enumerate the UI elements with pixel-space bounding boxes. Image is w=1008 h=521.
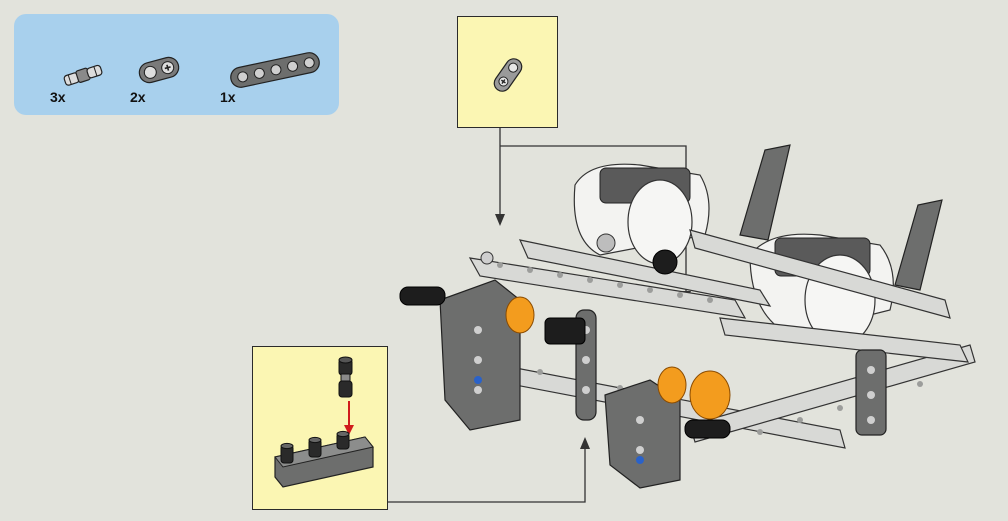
detail-connectors bbox=[474, 233, 644, 464]
beam-icon bbox=[230, 52, 320, 88]
pin-connector-icon bbox=[338, 356, 353, 398]
robot-chassis-model bbox=[399, 144, 976, 489]
cross-block-icon bbox=[138, 56, 180, 84]
orange-gears bbox=[505, 296, 731, 420]
front-frame-holes bbox=[474, 326, 875, 454]
callout-beam-with-pins bbox=[252, 346, 388, 510]
callout-cross-block bbox=[457, 16, 558, 128]
front-frames bbox=[439, 279, 887, 489]
pin-connector-icon bbox=[63, 64, 103, 86]
cross-block-icon bbox=[493, 58, 523, 92]
upright-beams bbox=[739, 144, 943, 291]
quantity-beam: 1x bbox=[220, 89, 236, 105]
beam-with-pins-diagram bbox=[274, 356, 374, 488]
quantity-pin-connector: 3x bbox=[50, 89, 66, 105]
motor-left bbox=[573, 163, 710, 265]
black-pins bbox=[399, 249, 731, 439]
mounted-pins bbox=[280, 430, 350, 464]
quantity-cross-block: 2x bbox=[130, 89, 146, 105]
parts-list-panel: 3x 2x 1x bbox=[14, 14, 339, 115]
